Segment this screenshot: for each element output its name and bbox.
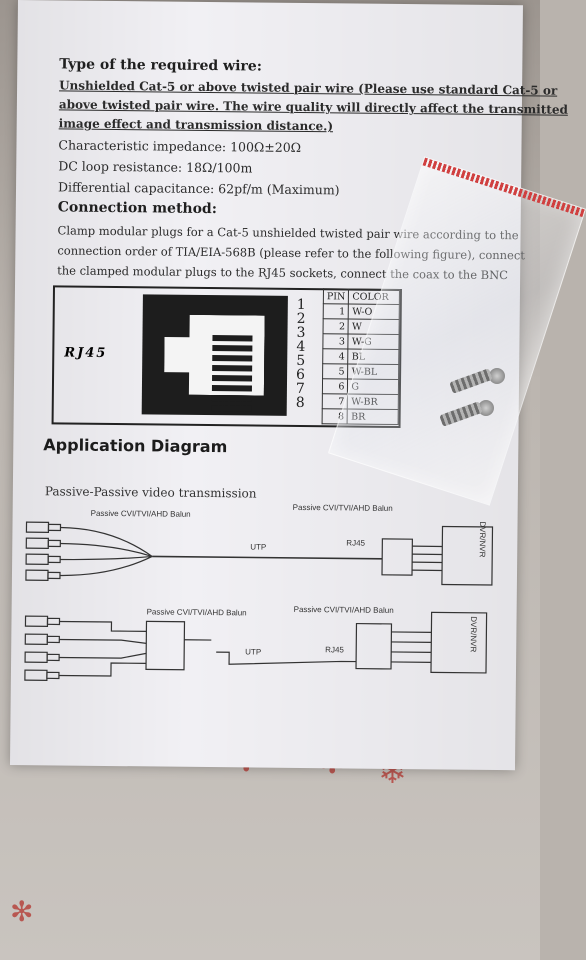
instruction-sheet: Type of the required wire: Unshielded Ca…: [9, 0, 568, 771]
camera-icon: [25, 521, 62, 581]
spec-capacitance: Differential capacitance: 62pf/m (Maximu…: [57, 179, 340, 198]
balun-label-top-left: Passive CVI/TVI/AHD Balun: [90, 508, 191, 519]
balun-label-top-right: Passive CVI/TVI/AHD Balun: [292, 502, 393, 513]
rj45-label: RJ45: [64, 345, 108, 361]
rj45-label-bottom: RJ45: [325, 645, 344, 655]
socket-pins: [211, 335, 253, 415]
rj45-socket-icon: [141, 294, 288, 416]
spec-resistance: DC loop resistance: 18Ω/100m: [58, 158, 253, 176]
dvr-label-bottom: DVR/NVR: [468, 616, 479, 653]
pin-pin-cell: 6: [322, 378, 349, 394]
screw-head-icon: [478, 400, 494, 416]
rj45-label-top: RJ45: [346, 538, 366, 548]
wire-line-1: Unshielded Cat-5 or above twisted pair w…: [59, 78, 558, 98]
wire-line-3: image effect and transmission distance.): [58, 116, 334, 134]
spec-impedance: Characteristic impedance: 100Ω±20Ω: [58, 137, 302, 155]
wire-line-2: above twisted pair wire. The wire qualit…: [58, 97, 568, 117]
pin-number-column: 12345678: [295, 296, 306, 412]
dvr-label-top: DVR/NVR: [477, 521, 488, 558]
pin-header: PIN: [323, 288, 349, 304]
utp-label-bottom: UTP: [245, 647, 262, 657]
screw-head-icon: [489, 368, 505, 384]
pin-pin-cell: 5: [322, 363, 349, 379]
balun-label-bottom-left: Passive CVI/TVI/AHD Balun: [146, 607, 247, 618]
snowflake-icon: ✻: [10, 895, 34, 928]
connection-method-heading: Connection method:: [57, 199, 218, 218]
pin-pin-cell: 3: [322, 333, 349, 349]
utp-label-top: UTP: [250, 542, 267, 552]
wiring-diagram: [24, 521, 494, 681]
pin-pin-cell: 1: [323, 303, 349, 319]
pin-pin-cell: 2: [323, 318, 349, 334]
pin-pin-cell: 4: [322, 348, 349, 364]
balun-label-bottom-right: Passive CVI/TVI/AHD Balun: [293, 604, 394, 615]
wire-type-heading: Type of the required wire:: [59, 56, 262, 75]
application-diagram-title: Application Diagram: [43, 435, 228, 457]
